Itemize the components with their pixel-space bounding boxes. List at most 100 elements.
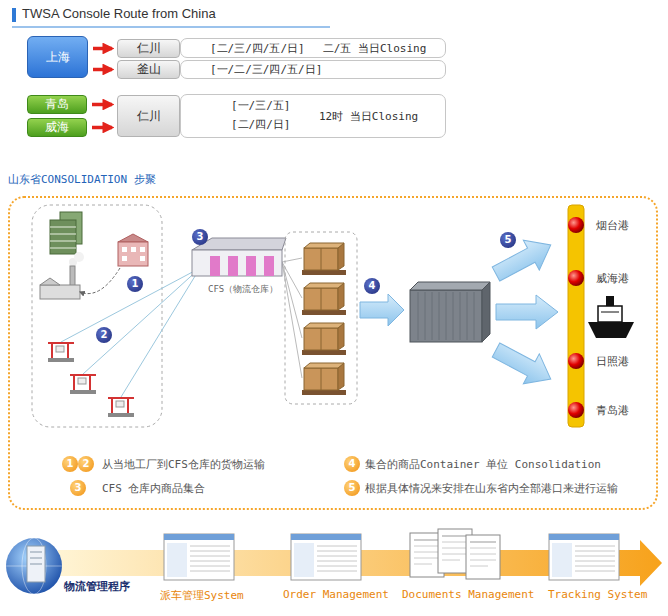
node-text: [一/三/五] [二/四/日]: [231, 97, 303, 134]
container: [410, 282, 490, 342]
pink-building: [118, 242, 148, 266]
port-name: 威海港: [596, 271, 629, 286]
warehouse-caption: CFS（物流仓库）: [208, 283, 278, 296]
pallet-group: [302, 243, 346, 275]
office-building: [50, 220, 76, 254]
pallet-group: [285, 232, 357, 404]
node-text: 12时 当日Closing: [319, 109, 418, 124]
consolidation-arrow: [360, 294, 404, 326]
pink-building: [122, 247, 127, 252]
transport-lines: [121, 268, 200, 397]
transport-lines: [83, 268, 200, 374]
port-name: 青岛港: [596, 403, 629, 418]
port-bar: [568, 353, 584, 369]
shipping-arrows: [488, 230, 559, 289]
page-title: TWSA Console Route from China: [22, 6, 216, 21]
schedule-box: [一/二/三/四/五/日]: [180, 60, 446, 79]
node-text: 上海: [46, 49, 70, 66]
title-decoration: [12, 26, 330, 28]
origin-port-box: 威海: [27, 118, 87, 137]
callout-number: 2: [96, 327, 112, 343]
container: [453, 292, 454, 340]
section-heading: 山东省CONSOLIDATION 步聚: [8, 172, 156, 187]
node-text: 釜山: [137, 61, 161, 78]
origin-port-box: 上海: [27, 36, 88, 78]
route-arrow: [92, 126, 112, 130]
cfs-warehouse: [246, 256, 256, 276]
step-number: 5: [344, 480, 360, 496]
container: [410, 290, 482, 342]
system-name: Tracking System: [548, 588, 647, 601]
cfs-warehouse: [264, 256, 274, 276]
shipping-arrows: [488, 335, 559, 394]
pink-building: [131, 247, 136, 252]
system-name: 派车管理System: [160, 588, 244, 603]
ship-icon: [588, 322, 634, 338]
shipping-arrows: [496, 295, 558, 329]
container: [474, 292, 475, 340]
pink-building: [140, 247, 145, 252]
port-bar: [568, 205, 584, 427]
screenshot: [549, 534, 619, 580]
system-name: Order Management: [283, 588, 389, 601]
pink-building: [140, 256, 145, 261]
step-number: 4: [344, 456, 360, 472]
office-building: [50, 227, 76, 228]
port-bar: [568, 205, 584, 427]
shipping-arrows: [488, 230, 559, 394]
cfs-warehouse: [210, 256, 220, 276]
crane-symbols: [70, 374, 96, 394]
origin-port-box: 青岛: [27, 95, 87, 114]
pallet-group: [302, 323, 346, 355]
container: [482, 282, 490, 342]
node-text: 二/五 当日Closing: [323, 41, 427, 56]
factory-plant: [40, 252, 120, 299]
container: [410, 282, 490, 290]
container: [425, 292, 426, 340]
office-building: [50, 234, 76, 235]
node-text: [一/二/三/四/五/日]: [210, 62, 322, 77]
ship-icon: [606, 296, 614, 306]
node-text: 仁川: [137, 108, 161, 125]
crane-symbols: [48, 342, 134, 417]
transit-port-box: 仁川: [117, 95, 180, 137]
node-text: 威海: [45, 119, 69, 136]
factory-plant: [74, 252, 84, 262]
server-globe-icon: [30, 552, 42, 553]
port-bar: [568, 217, 584, 233]
factory-plant: [70, 266, 75, 286]
title-decoration: [12, 8, 16, 22]
callout-number: 5: [500, 232, 516, 248]
container: [432, 292, 433, 340]
transport-lines: [61, 258, 302, 397]
office-building: [50, 241, 76, 242]
server-globe-icon: [6, 538, 62, 594]
route-arrow: [93, 68, 112, 72]
server-globe-icon: [6, 538, 62, 594]
connector-group: [92, 49, 112, 128]
route-arrow: [92, 103, 112, 107]
step-number: 3: [70, 480, 86, 496]
crane-symbols: [108, 397, 134, 417]
container: [467, 292, 468, 340]
ship-icon: [588, 296, 634, 338]
node-text: [二/三/四/五/日]: [210, 41, 305, 56]
transit-port-box: 仁川: [117, 39, 180, 58]
callout-number: 3: [192, 229, 208, 245]
node-text: 仁川: [137, 40, 161, 57]
schedule-box: [二/三/四/五/日] 二/五 当日Closing: [180, 38, 446, 58]
step-number: 1: [62, 456, 78, 472]
port-name: 日照港: [596, 354, 629, 369]
container: [460, 292, 461, 340]
cfs-warehouse: [228, 256, 238, 276]
transit-port-box: 釜山: [117, 60, 180, 79]
factory-region: [32, 205, 162, 427]
crane-symbols: [48, 342, 74, 362]
cfs-warehouse: [192, 238, 286, 276]
screenshot: [164, 534, 234, 580]
port-bar: [568, 270, 584, 286]
server-globe-icon: [30, 558, 42, 559]
schedule-box: [一/三/五] [二/四/日] 12时 当日Closing: [180, 94, 446, 138]
